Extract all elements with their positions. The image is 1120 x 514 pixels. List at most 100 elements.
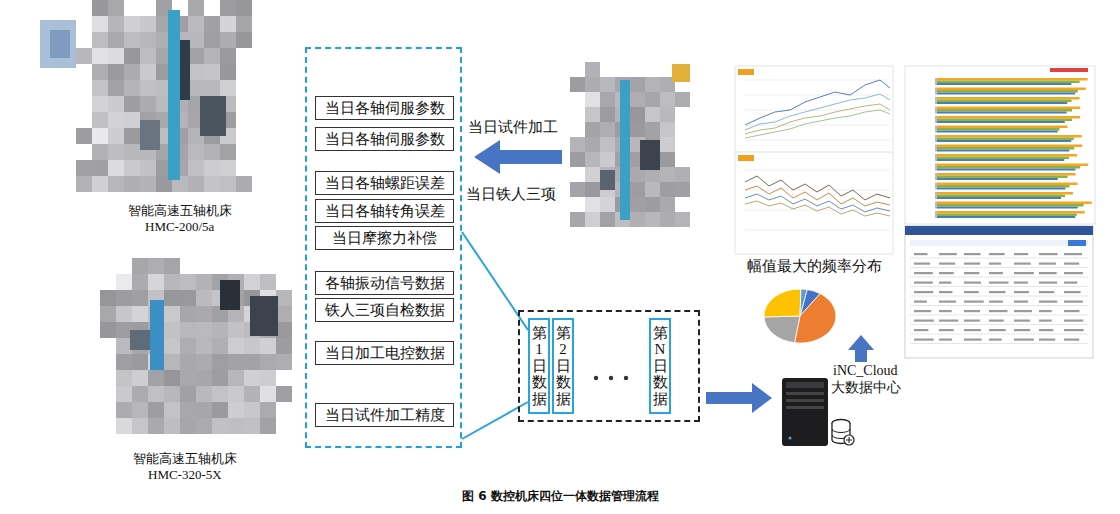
table-cell bbox=[914, 310, 931, 312]
mosaic-cell bbox=[675, 92, 690, 107]
mosaic-cell bbox=[260, 402, 276, 418]
box-text: 各轴振动信号数据 bbox=[325, 274, 445, 293]
mosaic-cell bbox=[276, 354, 292, 370]
mosaic-cell bbox=[180, 290, 196, 306]
table-cell bbox=[1064, 272, 1083, 274]
mosaic-cell bbox=[630, 212, 645, 227]
bar-axis bbox=[935, 173, 937, 180]
data-box: 当日试件加工精度 bbox=[315, 403, 454, 427]
table-cell bbox=[989, 282, 1008, 284]
mosaic-cell bbox=[570, 182, 585, 197]
bar bbox=[937, 145, 1082, 148]
mosaic-cell bbox=[180, 306, 196, 322]
mosaic-cell bbox=[660, 137, 675, 152]
mosaic-cell bbox=[188, 80, 204, 96]
mosaic-cell bbox=[204, 64, 220, 80]
table-cell bbox=[989, 329, 1006, 331]
table-cell bbox=[1064, 320, 1083, 322]
table-cell bbox=[1039, 310, 1052, 312]
mosaic-cell bbox=[675, 212, 690, 227]
mosaic-cell bbox=[660, 92, 675, 107]
mosaic-cell bbox=[116, 386, 132, 402]
day-group-frame: 第1日数据第2日数据第N日数据 bbox=[518, 310, 700, 422]
mosaic-cell bbox=[236, 16, 252, 32]
mosaic-cell bbox=[228, 386, 244, 402]
mosaic-cell bbox=[180, 40, 190, 100]
mosaic-cell bbox=[600, 107, 615, 122]
table-cell bbox=[989, 253, 1005, 255]
mosaic-cell bbox=[140, 96, 156, 112]
mosaic-cell bbox=[164, 338, 180, 354]
mosaic-cell bbox=[108, 96, 124, 112]
table-rule bbox=[910, 324, 1088, 325]
mosaic-cell bbox=[196, 418, 212, 434]
bar bbox=[937, 216, 1075, 218]
data-box: 当日各轴转角误差 bbox=[315, 199, 454, 223]
mosaic-cell bbox=[148, 402, 164, 418]
data-box: 当日加工电控数据 bbox=[315, 341, 454, 365]
mosaic-cell bbox=[244, 386, 260, 402]
bar-axis bbox=[935, 135, 937, 142]
table-cell bbox=[1014, 329, 1030, 331]
box-text: 第2日数据 bbox=[556, 325, 571, 408]
table-cell bbox=[914, 282, 933, 284]
bar bbox=[937, 107, 1080, 110]
table-rule bbox=[910, 258, 1088, 259]
table-cell bbox=[1039, 263, 1056, 265]
bar bbox=[937, 78, 1088, 81]
mosaic-cell bbox=[164, 258, 180, 274]
table-screenshot bbox=[905, 226, 1093, 358]
mosaic-cell bbox=[124, 160, 140, 176]
table-cell bbox=[1014, 263, 1031, 265]
mosaic-cell bbox=[188, 64, 204, 80]
mosaic-cell bbox=[570, 152, 585, 167]
table-cell bbox=[1064, 253, 1082, 255]
table-cell bbox=[1039, 339, 1055, 341]
mosaic-cell bbox=[140, 48, 156, 64]
table-cell bbox=[1039, 282, 1057, 284]
mosaic-cell bbox=[188, 144, 204, 160]
table-cell bbox=[914, 253, 927, 255]
mosaic-cell bbox=[600, 137, 615, 152]
mosaic-cell bbox=[168, 10, 180, 180]
mosaic-cell bbox=[92, 16, 108, 32]
bar bbox=[937, 100, 1072, 103]
mosaic-cell bbox=[244, 402, 260, 418]
bar bbox=[937, 214, 1077, 217]
mosaic-cell bbox=[204, 16, 220, 32]
mosaic-cell bbox=[132, 258, 148, 274]
machine-picture bbox=[100, 258, 292, 434]
table-cell bbox=[964, 263, 980, 265]
mosaic-cell bbox=[585, 77, 600, 92]
data-box: 当日各轴伺服参数 bbox=[315, 96, 454, 120]
mosaic-cell bbox=[148, 274, 164, 290]
mosaic-cell bbox=[124, 112, 140, 128]
box-text: 第N日数据 bbox=[653, 325, 668, 408]
mosaic-cell bbox=[196, 386, 212, 402]
mosaic-cell bbox=[220, 16, 236, 32]
day-box: 第2日数据 bbox=[552, 318, 574, 414]
flow-arrow bbox=[706, 383, 772, 413]
bar bbox=[937, 178, 1058, 180]
mosaic-cell bbox=[164, 418, 180, 434]
mosaic-cell bbox=[164, 306, 180, 322]
table-cell bbox=[1014, 291, 1029, 293]
mosaic-cell bbox=[220, 0, 236, 16]
mosaic-cell bbox=[660, 197, 675, 212]
mosaic-cell bbox=[645, 92, 660, 107]
bar bbox=[937, 135, 1082, 138]
mosaic-cell bbox=[196, 370, 212, 386]
mosaic-cell bbox=[212, 322, 228, 338]
table-cell bbox=[1014, 339, 1034, 341]
mosaic-cell bbox=[108, 16, 124, 32]
data-box: 当日摩擦力补偿 bbox=[315, 226, 454, 250]
table-cell bbox=[1039, 291, 1054, 293]
bar-axis bbox=[935, 88, 937, 95]
mosaic-cell bbox=[108, 160, 124, 176]
table-cell bbox=[989, 291, 1006, 293]
mosaic-cell bbox=[76, 48, 92, 64]
bar-axis bbox=[935, 154, 937, 161]
pie-slice bbox=[800, 289, 807, 316]
mosaic-cell bbox=[244, 370, 260, 386]
